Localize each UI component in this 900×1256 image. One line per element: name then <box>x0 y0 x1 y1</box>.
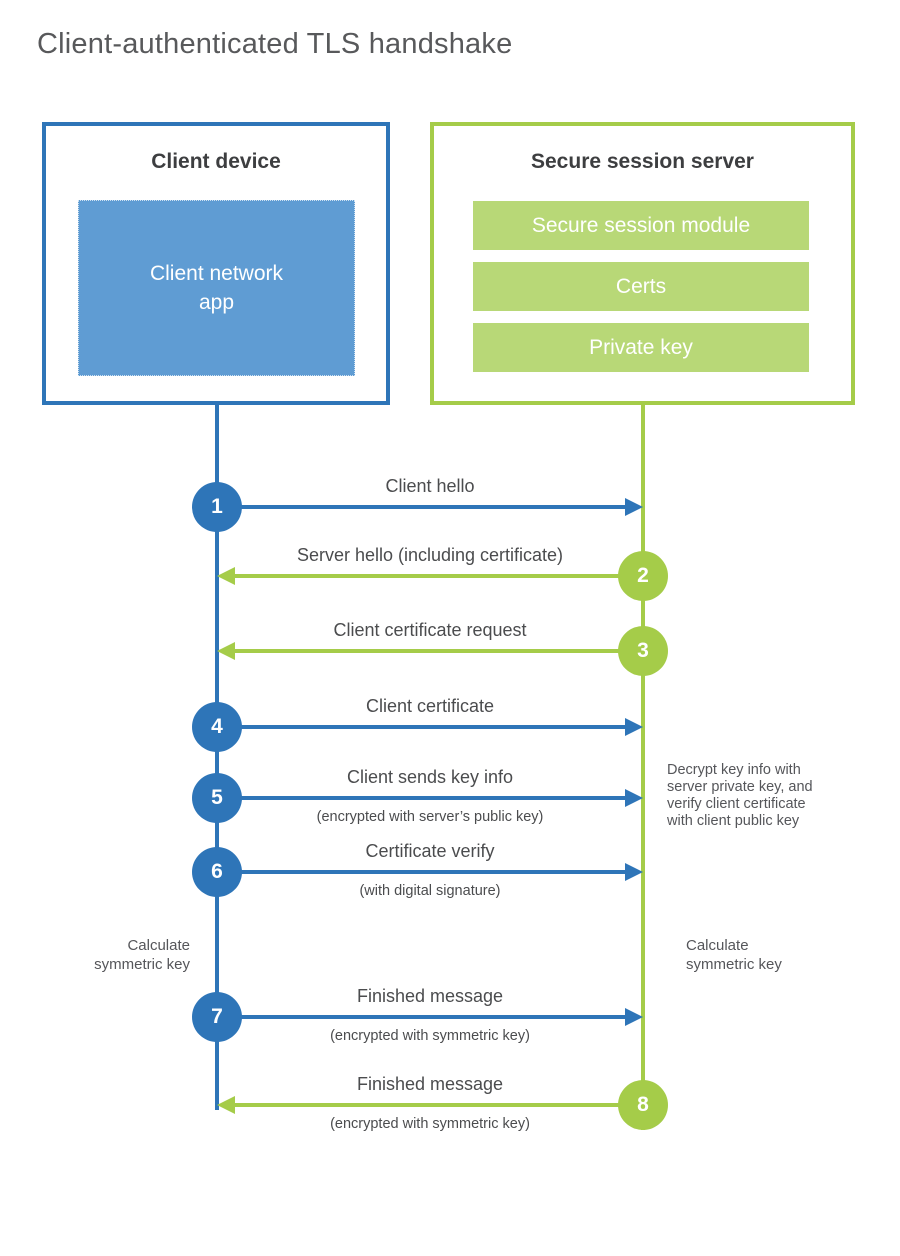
client-network-app-label: Client network app <box>149 261 284 314</box>
step-3-label: Client certificate request <box>333 620 527 640</box>
client-lifeline <box>215 403 219 1110</box>
step-8-number-badge: 8 <box>618 1080 668 1130</box>
step-5-arrow-right-icon <box>217 789 643 807</box>
step-8-arrow-left-icon <box>217 1096 643 1114</box>
step-8: Finished message (encrypted with symmetr… <box>217 1074 668 1144</box>
client-device-box: Client device Client network app <box>42 122 390 405</box>
step-7-label: Finished message <box>356 986 504 1006</box>
step-2: Server hello (including certificate) 2 <box>217 545 668 615</box>
step-6-label: Certificate verify <box>365 841 495 861</box>
secure-session-server-box: Secure session server Secure session mod… <box>430 122 855 405</box>
step-4-number-badge: 4 <box>192 702 242 752</box>
step-8-sublabel: (encrypted with symmetric key) <box>330 1116 530 1132</box>
server-lifeline <box>641 403 645 1130</box>
step-5: Client sends key info (encrypted with se… <box>192 767 643 837</box>
step-1: Client hello 1 <box>192 476 643 546</box>
calculate-symmetric-key-client-note: Calculate symmetric key <box>94 937 190 973</box>
step-1-arrow-right-icon <box>217 498 643 516</box>
calculate-symmetric-key-server-note: Calculate symmetric key <box>686 937 782 973</box>
step-5-sublabel: (encrypted with server’s public key) <box>316 809 544 825</box>
server-module-secure-session-module: Secure session module <box>473 201 809 250</box>
step-7-number-badge: 7 <box>192 992 242 1042</box>
server-module-private-key: Private key <box>473 323 809 372</box>
step-2-label: Server hello (including certificate) <box>296 545 564 565</box>
client-device-title: Client device <box>151 150 281 173</box>
step-8-label: Finished message <box>356 1074 504 1094</box>
client-network-app-box: Client network app <box>78 200 355 376</box>
step-7-sublabel: (encrypted with symmetric key) <box>330 1028 530 1044</box>
step-3: Client certificate request 3 <box>217 620 668 690</box>
step-7: Finished message (encrypted with symmetr… <box>192 986 643 1056</box>
step-2-arrow-left-icon <box>217 567 643 585</box>
step-6-number-badge: 6 <box>192 847 242 897</box>
server-module-certs: Certs <box>473 262 809 311</box>
step-4: Client certificate 4 <box>192 696 643 766</box>
step-2-number-badge: 2 <box>618 551 668 601</box>
step-4-arrow-right-icon <box>217 718 643 736</box>
step-5-number-badge: 5 <box>192 773 242 823</box>
page-title: Client-authenticated TLS handshake <box>37 28 513 60</box>
step-6-sublabel: (with digital signature) <box>359 883 501 899</box>
step-1-number-badge: 1 <box>192 482 242 532</box>
decrypt-key-info-note: Decrypt key info with server private key… <box>667 762 813 829</box>
step-3-number-badge: 3 <box>618 626 668 676</box>
step-3-arrow-left-icon <box>217 642 643 660</box>
step-5-label: Client sends key info <box>346 767 514 787</box>
step-6-arrow-right-icon <box>217 863 643 881</box>
step-4-label: Client certificate <box>365 696 495 716</box>
step-7-arrow-right-icon <box>217 1008 643 1026</box>
step-6: Certificate verify (with digital signatu… <box>192 841 643 911</box>
step-1-label: Client hello <box>385 476 475 496</box>
secure-session-server-title: Secure session server <box>531 150 754 173</box>
